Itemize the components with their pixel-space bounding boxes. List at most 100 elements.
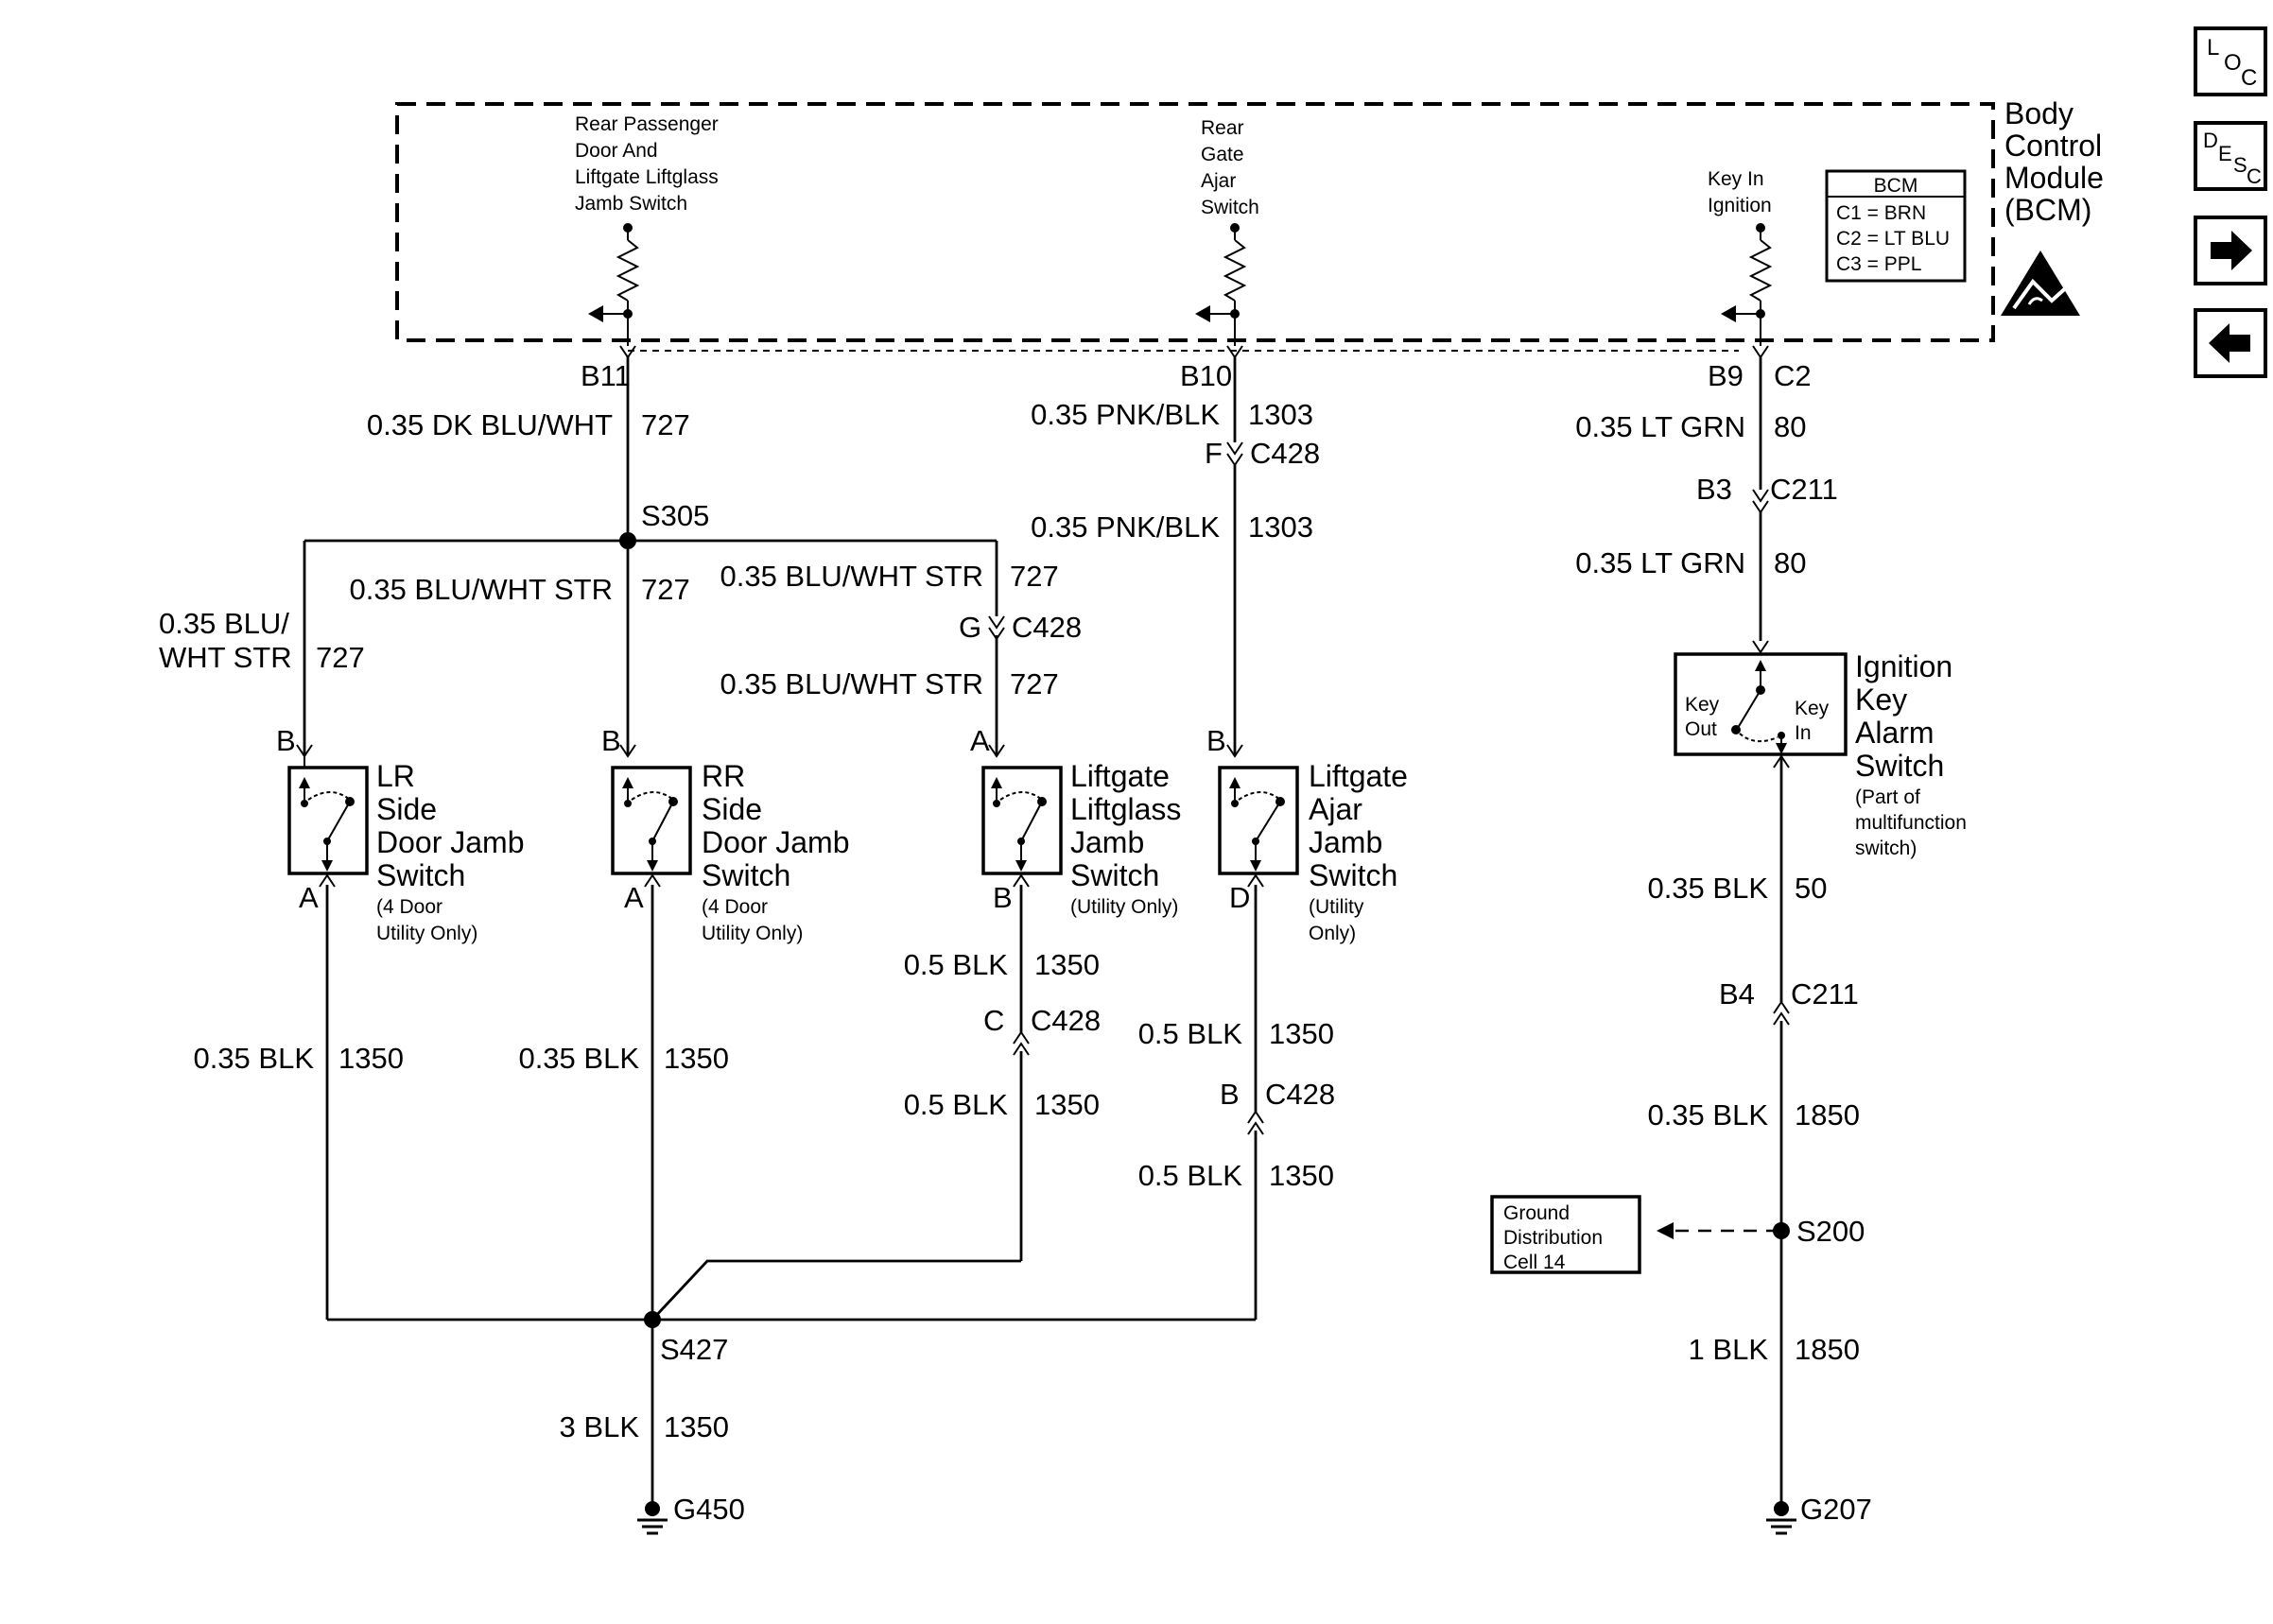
esd-warning-icon bbox=[2001, 251, 2080, 316]
bcm-legend-row-3: C3 = PPL bbox=[1836, 253, 1921, 275]
ajar-switch-name-4: Switch bbox=[1309, 858, 1397, 892]
liftgate-ajar-jamb-switch bbox=[1218, 744, 1299, 888]
connector-c428-f: C428 bbox=[1250, 437, 1320, 470]
desc-button[interactable]: D E S C bbox=[2194, 121, 2267, 191]
desc-letter-d: D bbox=[2203, 129, 2218, 152]
wire-1350-rr-circuit: 1350 bbox=[664, 1042, 729, 1075]
right-arrow-icon bbox=[2211, 231, 2252, 270]
pin-g: G bbox=[959, 611, 981, 644]
wire-727-lr-color-2: WHT STR bbox=[159, 641, 292, 674]
lr-door-jamb-switch bbox=[287, 744, 369, 888]
wire-1350-lg1-circuit: 1350 bbox=[1034, 948, 1100, 981]
rr-switch-pin-bottom: A bbox=[624, 881, 644, 914]
wire-1850-b-color: 1 BLK bbox=[1689, 1333, 1769, 1366]
wire-1350-main-color: 3 BLK bbox=[560, 1410, 640, 1443]
wire-727-top-color: 0.35 DK BLU/WHT bbox=[367, 408, 613, 441]
wire-1350-lg2-color: 0.5 BLK bbox=[904, 1088, 1009, 1121]
lr-switch-name-4: Switch bbox=[376, 858, 465, 892]
wire-1850-a-color: 0.35 BLK bbox=[1647, 1098, 1768, 1132]
rr-switch-note-2: Utility Only) bbox=[702, 923, 803, 944]
wire-1850-a-circuit: 1850 bbox=[1795, 1098, 1860, 1132]
pin-b4: B4 bbox=[1719, 977, 1755, 1011]
next-button[interactable] bbox=[2194, 216, 2267, 285]
wire-1350-ga2-color: 0.5 BLK bbox=[1138, 1159, 1243, 1192]
bcm-legend-title: BCM bbox=[1874, 175, 1918, 197]
ground-dist-line-1: Ground bbox=[1503, 1202, 1570, 1224]
lr-switch-name-2: Side bbox=[376, 792, 437, 826]
bcm-name-2: Control bbox=[2004, 129, 2102, 163]
wire-1303-a-circuit: 1303 bbox=[1248, 398, 1313, 431]
wire-1350-lr-color: 0.35 BLK bbox=[193, 1042, 314, 1075]
wire-1303-a-color: 0.35 PNK/BLK bbox=[1031, 398, 1220, 431]
loc-letter-c: C bbox=[2241, 65, 2257, 91]
inline-connectors bbox=[988, 441, 1790, 1135]
bcm-input-3-line-1: Key In bbox=[1708, 168, 1764, 190]
ground-g207-label: G207 bbox=[1800, 1493, 1872, 1526]
ign-switch-key-in-1: Key bbox=[1795, 698, 1830, 719]
connector-c2: C2 bbox=[1774, 359, 1812, 392]
bcm-legend-row-2: C2 = LT BLU bbox=[1836, 228, 1950, 250]
liftglass-switch-pin-top: A bbox=[970, 724, 990, 757]
wire-1350-ga1-circuit: 1350 bbox=[1269, 1017, 1334, 1050]
rr-switch-name-2: Side bbox=[702, 792, 762, 826]
pin-b-c428: B bbox=[1220, 1078, 1240, 1111]
ajar-switch-name-2: Ajar bbox=[1309, 792, 1362, 826]
left-arrow-icon bbox=[2209, 323, 2250, 363]
wire-1350-lg1-color: 0.5 BLK bbox=[904, 948, 1009, 981]
ign-switch-note-1: (Part of bbox=[1855, 786, 1920, 808]
ground-g450-icon bbox=[637, 1501, 668, 1535]
ign-switch-name-3: Alarm bbox=[1855, 716, 1935, 750]
splice-s200-dot bbox=[1773, 1222, 1790, 1239]
ignition-key-alarm-switch bbox=[1674, 640, 1848, 769]
pullup-resistor-1 bbox=[588, 223, 640, 346]
loc-letter-o: O bbox=[2224, 50, 2242, 76]
ajar-switch-note-1: (Utility bbox=[1309, 896, 1364, 918]
liftglass-switch-name-4: Switch bbox=[1070, 858, 1159, 892]
wire-727-rr-color: 0.35 BLU/WHT STR bbox=[349, 573, 613, 606]
rr-switch-name-1: RR bbox=[702, 759, 745, 793]
bcm-input-1-line-3: Liftgate Liftglass bbox=[575, 166, 719, 188]
pin-b11: B11 bbox=[581, 359, 631, 392]
bcm-name-3: Module bbox=[2004, 161, 2104, 195]
wire-1350-lr-circuit: 1350 bbox=[338, 1042, 404, 1075]
back-button[interactable] bbox=[2194, 308, 2267, 378]
rr-switch-name-4: Switch bbox=[702, 858, 790, 892]
bcm-legend: BCM C1 = BRN C2 = LT BLU C3 = PPL bbox=[1825, 169, 1967, 283]
bcm-name-4: (BCM) bbox=[2004, 193, 2091, 227]
connector-c428-g: C428 bbox=[1012, 611, 1082, 644]
wire-80-a-color: 0.35 LT GRN bbox=[1575, 410, 1745, 443]
ign-switch-note-3: switch) bbox=[1855, 838, 1917, 859]
lr-switch-pin-bottom: A bbox=[299, 881, 319, 914]
pin-b9: B9 bbox=[1708, 359, 1744, 392]
wire-1850-b-circuit: 1850 bbox=[1795, 1333, 1860, 1366]
pin-b10: B10 bbox=[1180, 359, 1232, 392]
loc-button[interactable]: L O C bbox=[2194, 26, 2267, 96]
wire-1350-rr-color: 0.35 BLK bbox=[518, 1042, 639, 1075]
splice-s427-label: S427 bbox=[660, 1333, 728, 1366]
connector-c211-b3: C211 bbox=[1770, 473, 1838, 506]
bcm-input-2-line-2: Gate bbox=[1201, 144, 1244, 165]
desc-letter-c: C bbox=[2247, 164, 2262, 188]
bcm-module: Body Control Module (BCM) BCM C1 = BRN C… bbox=[395, 96, 2104, 352]
ajar-switch-note-2: Only) bbox=[1309, 923, 1356, 944]
ground-dist-line-2: Distribution bbox=[1503, 1227, 1603, 1249]
ground-dist-line-3: Cell 14 bbox=[1503, 1252, 1566, 1273]
liftglass-switch-pin-bottom: B bbox=[993, 881, 1013, 914]
lr-switch-note-2: Utility Only) bbox=[376, 923, 477, 944]
bcm-input-1-line-1: Rear Passenger bbox=[575, 113, 719, 135]
splice-s305-label: S305 bbox=[641, 499, 709, 532]
connector-c428-b: C428 bbox=[1265, 1078, 1335, 1111]
bcm-input-1-line-2: Door And bbox=[575, 140, 658, 162]
ajar-switch-pin-bottom: D bbox=[1229, 881, 1250, 914]
splice-s200-label: S200 bbox=[1796, 1215, 1865, 1248]
desc-letter-e: E bbox=[2218, 142, 2232, 165]
bcm-input-2-line-1: Rear bbox=[1201, 117, 1244, 139]
ajar-switch-pin-top: B bbox=[1206, 724, 1226, 757]
wire-727-lr-color-1: 0.35 BLU/ bbox=[159, 607, 289, 640]
ajar-switch-name-1: Liftgate bbox=[1309, 759, 1408, 793]
wire-1350-ga2-circuit: 1350 bbox=[1269, 1159, 1334, 1192]
loc-letter-l: L bbox=[2207, 35, 2219, 60]
wire-727-top-circuit: 727 bbox=[641, 408, 690, 441]
lr-switch-note-1: (4 Door bbox=[376, 896, 442, 918]
liftglass-switch-name-2: Liftglass bbox=[1070, 792, 1181, 826]
